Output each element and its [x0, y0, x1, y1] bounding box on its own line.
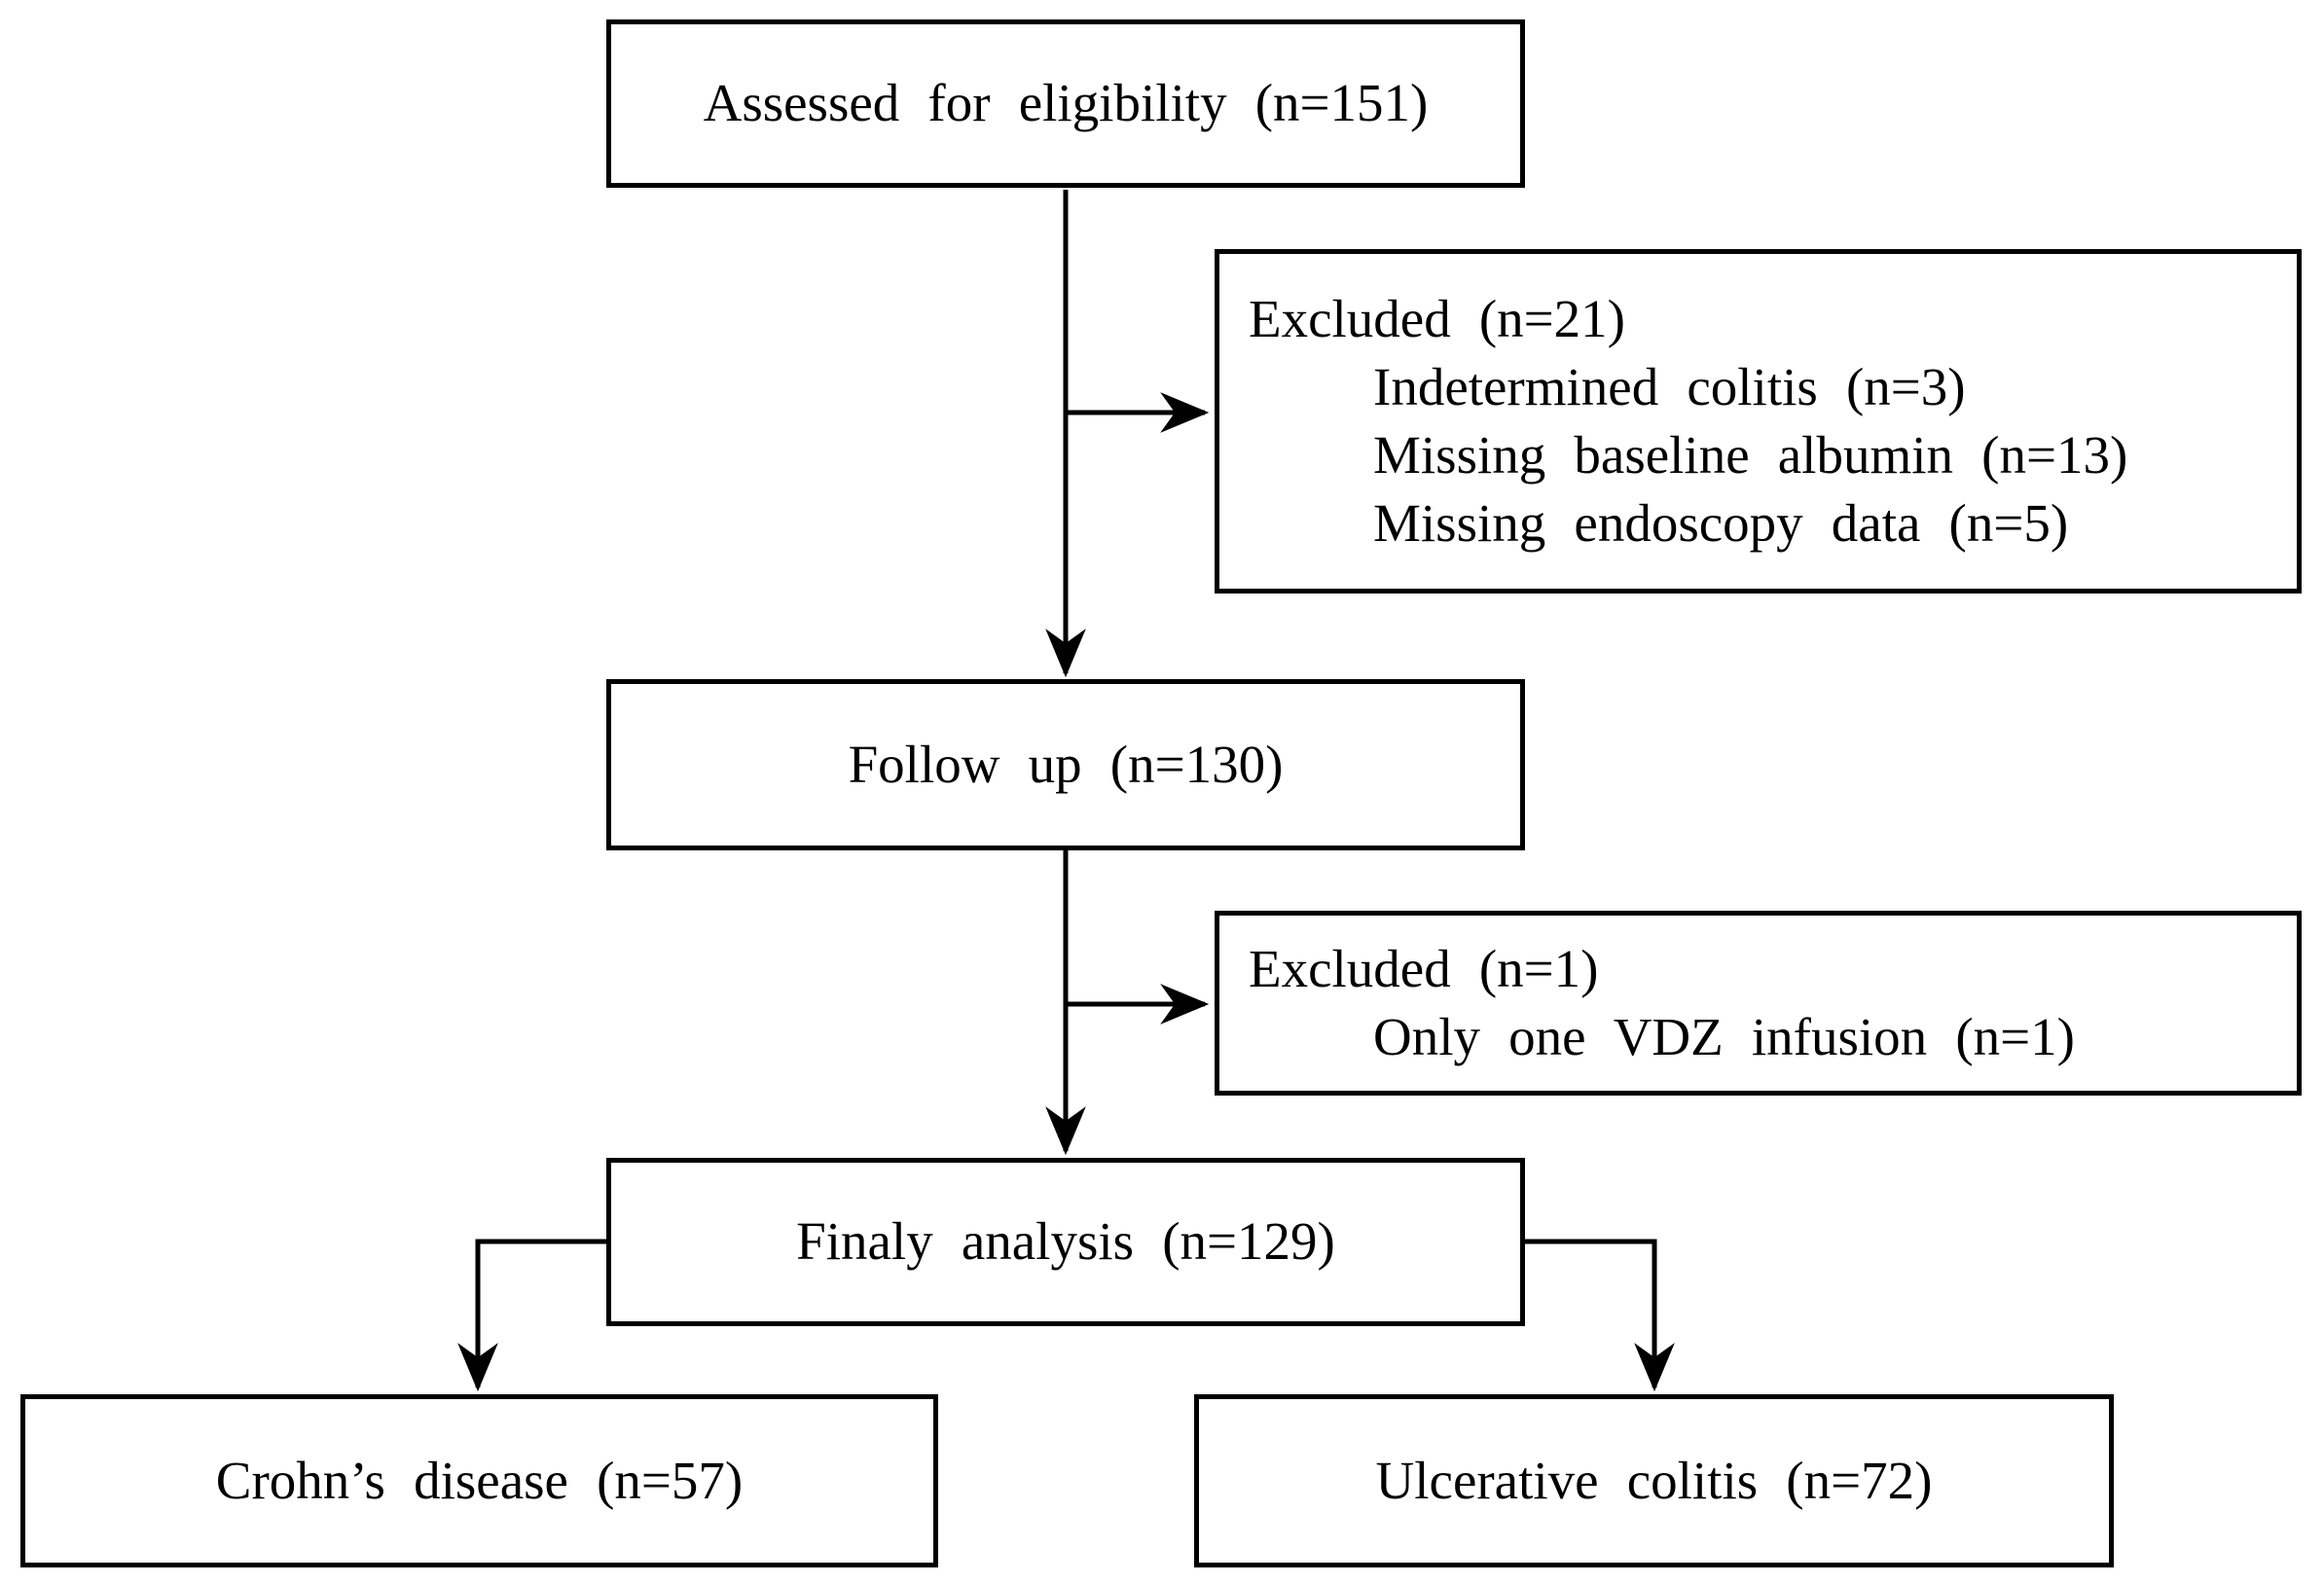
- excluded-21-title: Excluded (n=21): [1249, 289, 1625, 348]
- excluded-1-item-only-one-vdz-infusion: Only one VDZ infusion (n=1): [1373, 1007, 2075, 1066]
- excluded-21-item-missing-endoscopy-data: Missing endoscopy data (n=5): [1373, 493, 2069, 553]
- follow-up-label: Follow up (n=130): [848, 734, 1284, 794]
- arrow-final-to-crohns: [457, 1239, 608, 1392]
- excluded-21-item-indetermined-colitis: Indetermined colitis (n=3): [1373, 357, 1966, 416]
- assessed-eligibility-label: Assessed for eligibility (n=151): [703, 73, 1429, 133]
- box-crohns-disease: Crohn’s disease (n=57): [20, 1394, 938, 1567]
- box-excluded-1: Excluded (n=1) Only one VDZ infusion (n=…: [1215, 911, 2302, 1096]
- box-excluded-21: Excluded (n=21) Indetermined colitis (n=…: [1215, 249, 2302, 594]
- box-final-analysis: Finaly analysis (n=129): [606, 1158, 1525, 1326]
- ulcerative-colitis-label: Ulcerative colitis (n=72): [1375, 1450, 1933, 1510]
- arrow-final-to-ulcerative: [1523, 1239, 1675, 1392]
- box-ulcerative-colitis: Ulcerative colitis (n=72): [1194, 1394, 2114, 1567]
- crohns-disease-label: Crohn’s disease (n=57): [215, 1450, 744, 1510]
- box-assessed-eligibility: Assessed for eligibility (n=151): [606, 19, 1525, 188]
- box-follow-up: Follow up (n=130): [606, 679, 1525, 850]
- excluded-1-title: Excluded (n=1): [1249, 939, 1599, 998]
- excluded-21-item-missing-baseline-albumin: Missing baseline albumin (n=13): [1373, 425, 2128, 485]
- final-analysis-label: Finaly analysis (n=129): [796, 1211, 1335, 1272]
